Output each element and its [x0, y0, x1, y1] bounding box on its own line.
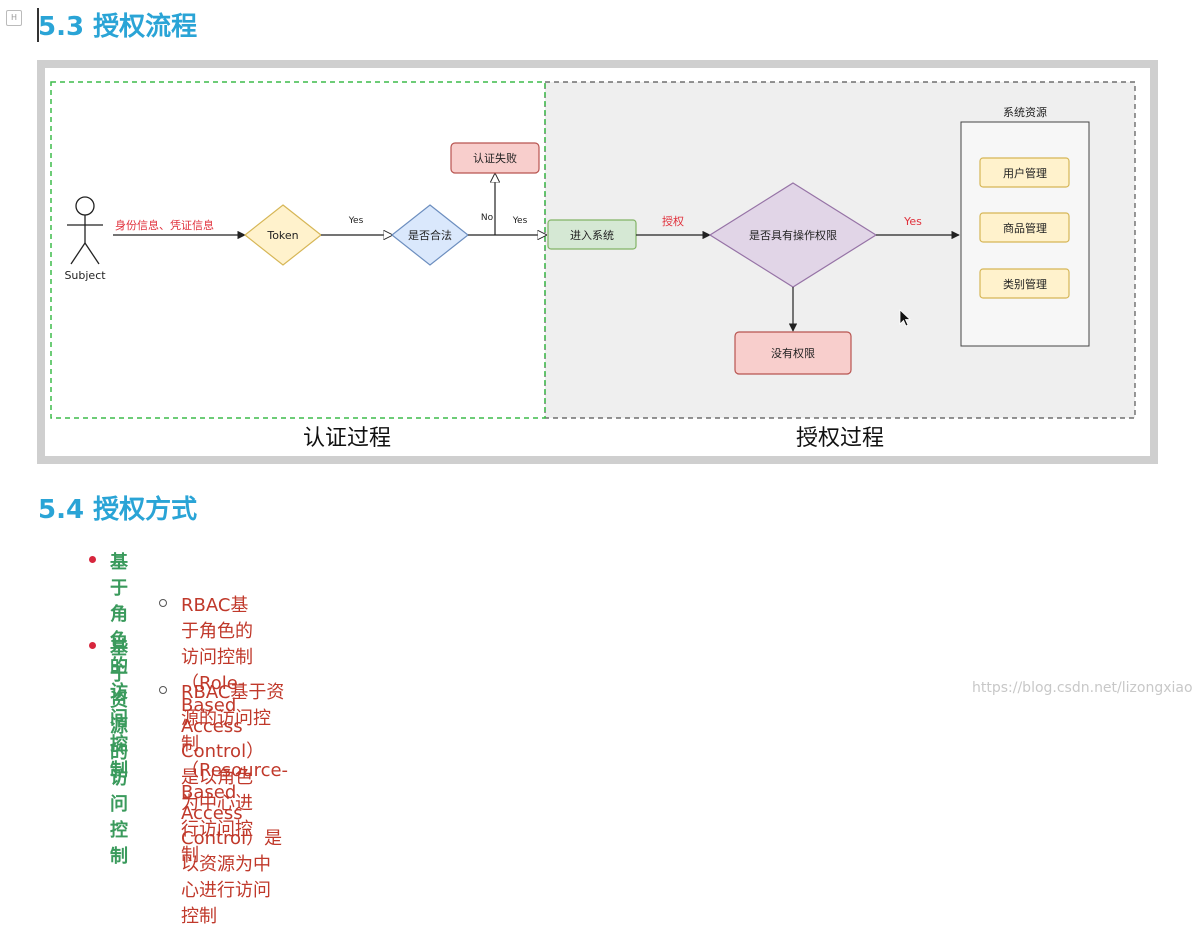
sub-bullet-icon [159, 599, 167, 607]
mouse-pointer-icon [899, 309, 912, 327]
bullet-icon [89, 642, 96, 649]
no-permission-label: 没有权限 [771, 346, 815, 360]
auth-failed-label: 认证失败 [473, 151, 517, 165]
authentication-region [50, 81, 546, 419]
flow-diagram-svg: Subject 身份信息、凭证信息 Token Yes 是否合法 No Yes … [50, 81, 1136, 451]
list-subitem: RBAC基于资源的访问控制（Resource-Based Access Cont… [181, 682, 289, 927]
edge-no-label: No [481, 213, 494, 223]
resource-label: 类别管理 [1003, 277, 1047, 291]
edge-authorize-label: 授权 [662, 214, 684, 228]
token-label: Token [266, 229, 298, 242]
section-authz-caption: 授权过程 [796, 426, 884, 451]
resources-title: 系统资源 [1003, 105, 1047, 119]
outline-toggle-icon[interactable]: H [6, 10, 22, 26]
decision-permission-label: 是否具有操作权限 [749, 228, 837, 242]
subject-actor-icon [67, 196, 103, 265]
watermark: https://blog.csdn.net/lizongxiao [972, 680, 1193, 696]
subject-label: Subject [64, 269, 106, 282]
resource-node [979, 157, 1070, 188]
sub-bullet-icon [159, 686, 167, 694]
resource-label: 商品管理 [1003, 221, 1047, 235]
edge-yes-3-label: Yes [903, 215, 922, 228]
authorization-flow-diagram: Subject 身份信息、凭证信息 Token Yes 是否合法 No Yes … [37, 60, 1158, 464]
resource-node [979, 212, 1070, 243]
text-cursor [37, 8, 39, 42]
resource-node [979, 268, 1070, 299]
edge-identity-label: 身份信息、凭证信息 [115, 218, 214, 232]
bullet-icon [89, 556, 96, 563]
list-item: 基于资源的访问控制 [110, 638, 128, 867]
decision-valid-node [391, 204, 469, 266]
heading-5-4: 5.4 授权方式 [38, 495, 198, 525]
enter-system-label: 进入系统 [570, 229, 614, 242]
section-auth-caption: 认证过程 [303, 426, 391, 451]
auth-failed-node [450, 142, 540, 174]
decision-valid-label: 是否合法 [408, 228, 452, 242]
resource-label: 用户管理 [1003, 166, 1047, 180]
no-permission-node [734, 331, 852, 375]
edge-yes-1-label: Yes [348, 216, 364, 226]
edge-yes-2-label: Yes [512, 216, 528, 226]
token-node [244, 204, 322, 266]
heading-5-3: 5.3 授权流程 [38, 12, 198, 42]
